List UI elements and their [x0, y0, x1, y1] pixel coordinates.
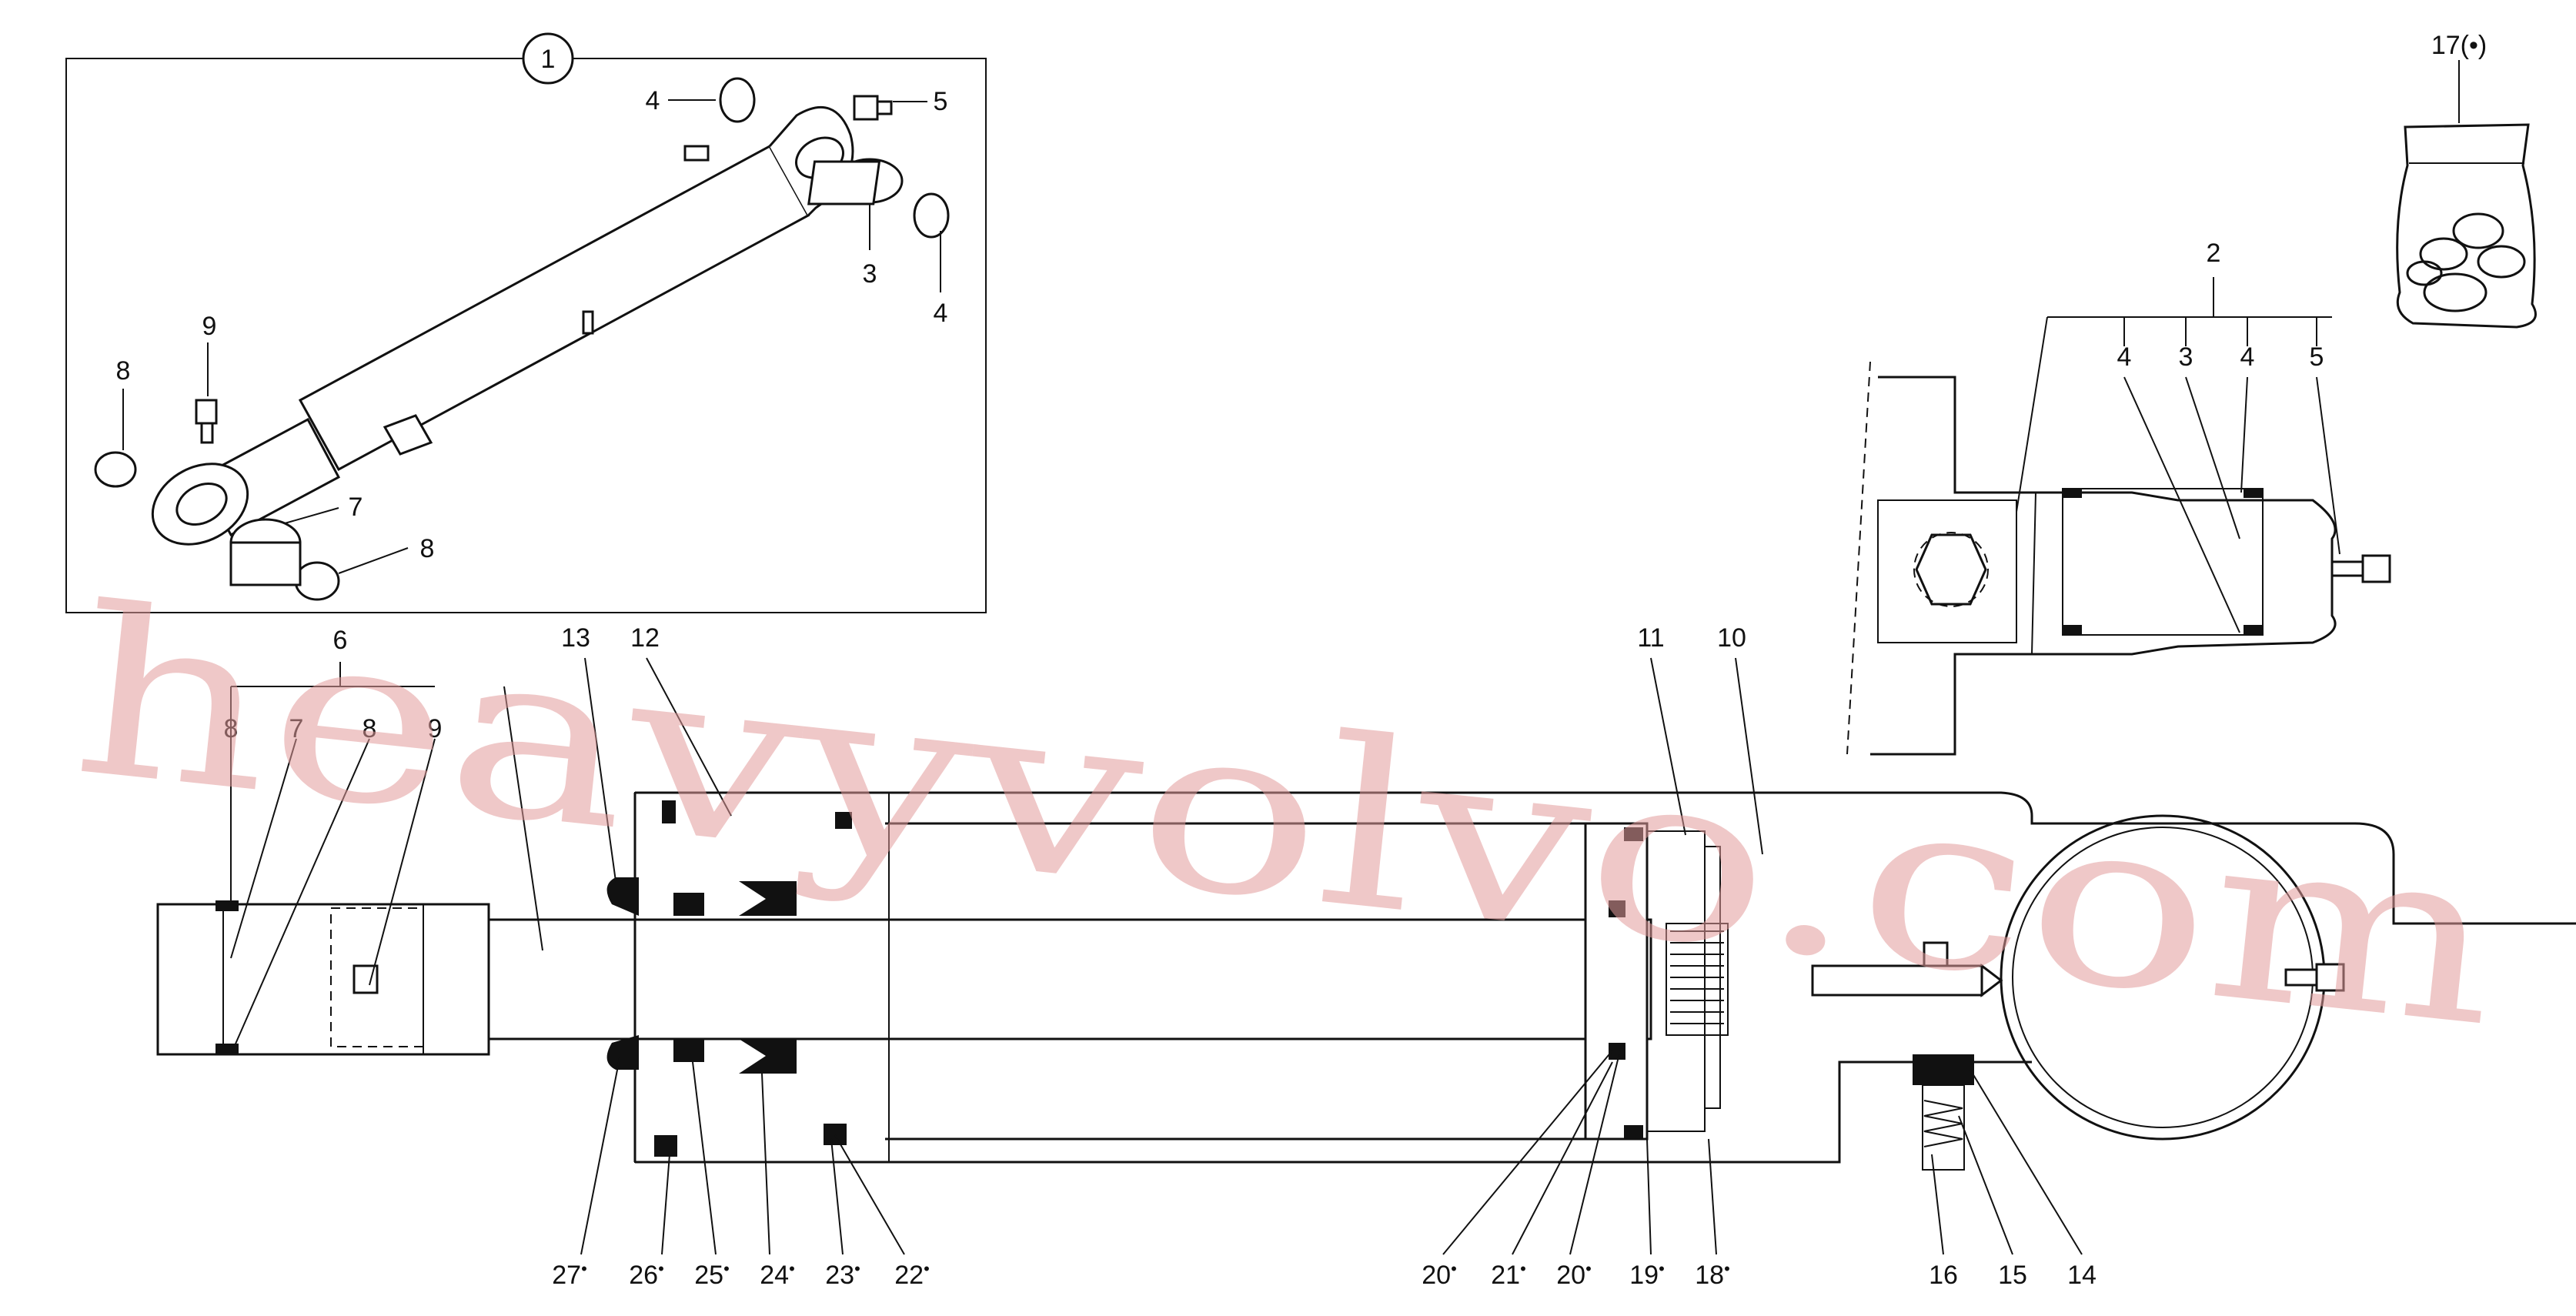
grease-nipple-5 [853, 95, 893, 121]
callout-4: 4 [2117, 342, 2132, 372]
callout-8: 8 [363, 714, 377, 743]
callout-23: 23• [825, 1259, 860, 1290]
callout-8: 8 [420, 534, 435, 563]
callout-20: 20• [1556, 1259, 1592, 1290]
callout-4: 4 [2240, 342, 2255, 372]
callout-9: 9 [428, 714, 443, 743]
piston-rod [487, 918, 1652, 1040]
callout-8: 8 [224, 714, 239, 743]
callout-3: 3 [2179, 342, 2193, 372]
callout-11: 11 [1637, 623, 1664, 653]
o-ring-4b [913, 192, 950, 239]
callout-13: 13 [561, 623, 590, 653]
inset-label: 1 [541, 45, 556, 74]
callout-7: 7 [349, 493, 363, 522]
main-leaders [230, 657, 2083, 1255]
callout-6: 6 [333, 626, 348, 655]
callout-20: 20• [1422, 1259, 1457, 1290]
callout-7: 7 [289, 714, 304, 743]
callout-3: 3 [863, 259, 877, 289]
callout-21: 21• [1491, 1259, 1526, 1290]
callout-19: 19• [1629, 1259, 1665, 1290]
callout-12: 12 [630, 623, 660, 653]
callout-17: 17(•) [2431, 31, 2487, 60]
callout-25: 25• [694, 1259, 730, 1290]
callout-26: 26• [629, 1259, 664, 1290]
callout-15: 15 [1998, 1261, 2027, 1290]
bushing-3 [807, 158, 904, 205]
callout-2: 2 [2207, 239, 2221, 268]
callout-9: 9 [202, 312, 217, 341]
bottom-callouts: 27• 26• 25• 24• 23• 22• 20• 21• 20• 19• … [552, 1259, 2097, 1290]
grease-nipple-9 [195, 399, 218, 444]
inset-label-circle [522, 32, 574, 85]
callout-24: 24• [760, 1259, 795, 1290]
inset-cylinder [151, 105, 854, 546]
callout-4: 4 [646, 86, 660, 115]
o-ring-4a [719, 77, 756, 123]
piston [1584, 822, 1649, 1141]
callout-10: 10 [1717, 623, 1746, 653]
bushing-7 [229, 518, 302, 586]
callout-5: 5 [2310, 342, 2324, 372]
callout-16: 16 [1929, 1261, 1958, 1290]
seal-kit-bag: 17(•) [2396, 31, 2537, 329]
rod-eye-left [156, 903, 490, 1056]
callout-14: 14 [2067, 1261, 2097, 1290]
main-cylinder-section [156, 791, 2576, 1171]
callout-5: 5 [934, 87, 948, 116]
callout-27: 27• [552, 1259, 587, 1290]
callout-18: 18• [1695, 1259, 1730, 1290]
callout-8: 8 [116, 356, 131, 386]
callout-22: 22• [894, 1259, 930, 1290]
detail-rod-eye: 2 4 3 4 5 [1846, 239, 2391, 756]
callout-4: 4 [934, 299, 948, 328]
o-ring-8a [94, 451, 137, 488]
inset-assembly: 1 [65, 32, 987, 613]
